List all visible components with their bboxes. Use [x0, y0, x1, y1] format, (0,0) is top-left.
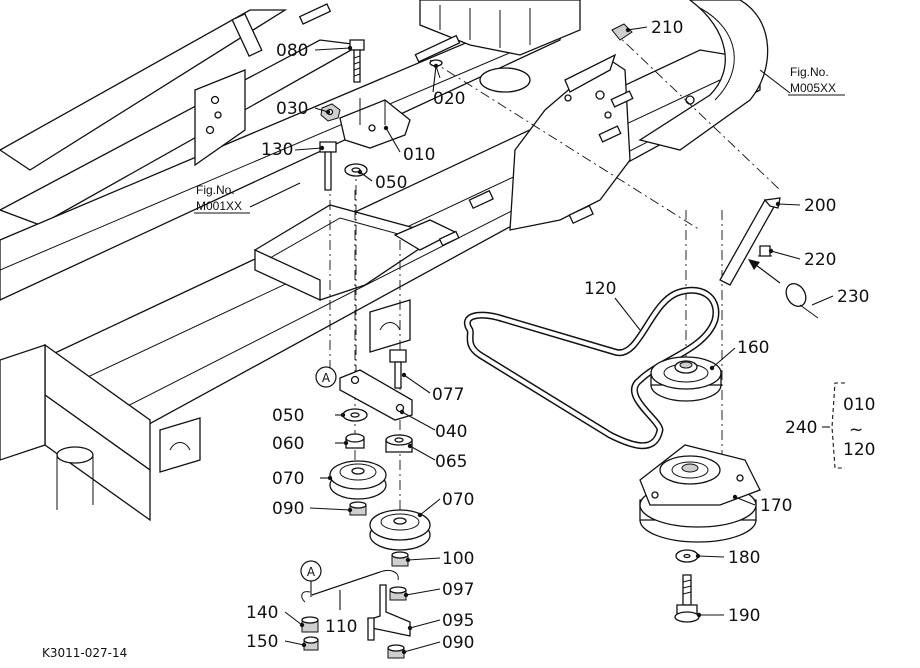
pulley-070-upper [329, 460, 387, 500]
assembly-group-tilde: ~ [849, 420, 863, 440]
svg-text:A: A [307, 565, 316, 579]
nut-030 [320, 103, 341, 122]
callout-170: 170 [760, 496, 792, 516]
bolt-077 [389, 349, 407, 389]
collar-097 [389, 586, 407, 601]
callout-040: 040 [435, 422, 467, 442]
svg-text:A: A [322, 371, 331, 385]
assembly-group-to: 120 [843, 440, 875, 460]
figure-ref-m005: Fig.No. M005XX [788, 65, 845, 96]
clutch-170 [639, 444, 761, 543]
callout-120: 120 [584, 279, 616, 299]
callout-030: 030 [276, 99, 308, 119]
arm-095 [367, 584, 411, 641]
collar-100 [391, 551, 409, 567]
callout-060: 060 [272, 434, 304, 454]
callout-095: 095 [442, 611, 474, 631]
bolt-190 [674, 574, 700, 623]
callout-020: 020 [433, 89, 465, 109]
bracket-010 [339, 98, 411, 149]
callout-070-upper: 070 [272, 469, 304, 489]
callout-210: 210 [651, 18, 683, 38]
nut-140 [301, 616, 319, 633]
callout-140: 140 [246, 603, 278, 623]
pulley-070-lower [369, 509, 431, 551]
callout-065: 065 [435, 452, 467, 472]
callout-077: 077 [432, 385, 464, 405]
drawing-id: K3011-027-14 [42, 646, 127, 660]
callout-230: 230 [837, 287, 869, 307]
callout-010: 010 [403, 145, 435, 165]
pin-230 [748, 259, 819, 319]
assembly-group-label: 240 [785, 418, 817, 438]
rod-200 [719, 197, 781, 286]
callout-090-upper: 090 [272, 499, 304, 519]
nut-090-upper [349, 501, 367, 516]
assembly-group-from: 010 [843, 395, 875, 415]
pulley-160 [650, 356, 722, 402]
nut-090-lower [387, 644, 405, 659]
callout-labels: 080 020 030 010 130 050 210 077 040 050 … [246, 18, 875, 653]
collar-065 [385, 434, 413, 453]
svg-text:Fig.No.: Fig.No. [196, 183, 235, 197]
callout-070-lower: 070 [442, 490, 474, 510]
callout-150: 150 [246, 632, 278, 652]
callout-200: 200 [804, 196, 836, 216]
washer-050-lower [342, 408, 368, 422]
bolt-130 [319, 141, 337, 191]
ref-marker-a-lower: A [300, 560, 322, 597]
callout-180: 180 [728, 548, 760, 568]
ref-marker-a-upper: A [315, 366, 337, 388]
callout-130: 130 [261, 140, 293, 160]
svg-text:M005XX: M005XX [790, 81, 836, 95]
washer-180 [675, 549, 699, 563]
callout-050-lower: 050 [272, 406, 304, 426]
assembly-group-bracket [831, 382, 845, 469]
plate-040 [339, 369, 413, 421]
collar-060 [345, 433, 365, 449]
svg-text:M001XX: M001XX [196, 199, 242, 213]
callout-160: 160 [737, 338, 769, 358]
callout-110: 110 [325, 617, 357, 637]
svg-text:Fig.No.: Fig.No. [790, 65, 829, 79]
callout-220: 220 [804, 250, 836, 270]
clip-210 [611, 23, 633, 41]
figure-ref-m001: Fig.No. M001XX [194, 183, 250, 214]
nut-150 [303, 636, 319, 651]
bolt-080 [349, 39, 365, 83]
center-lines [329, 29, 781, 520]
callout-097: 097 [442, 580, 474, 600]
callout-090-lower: 090 [442, 633, 474, 653]
callout-190: 190 [728, 606, 760, 626]
leader-lines [249, 26, 834, 655]
callout-100: 100 [442, 549, 474, 569]
belt-120 [464, 286, 720, 450]
callout-080: 080 [276, 41, 308, 61]
screw-220 [758, 245, 772, 257]
callout-050-upper: 050 [375, 173, 407, 193]
spring-110 [301, 569, 399, 603]
